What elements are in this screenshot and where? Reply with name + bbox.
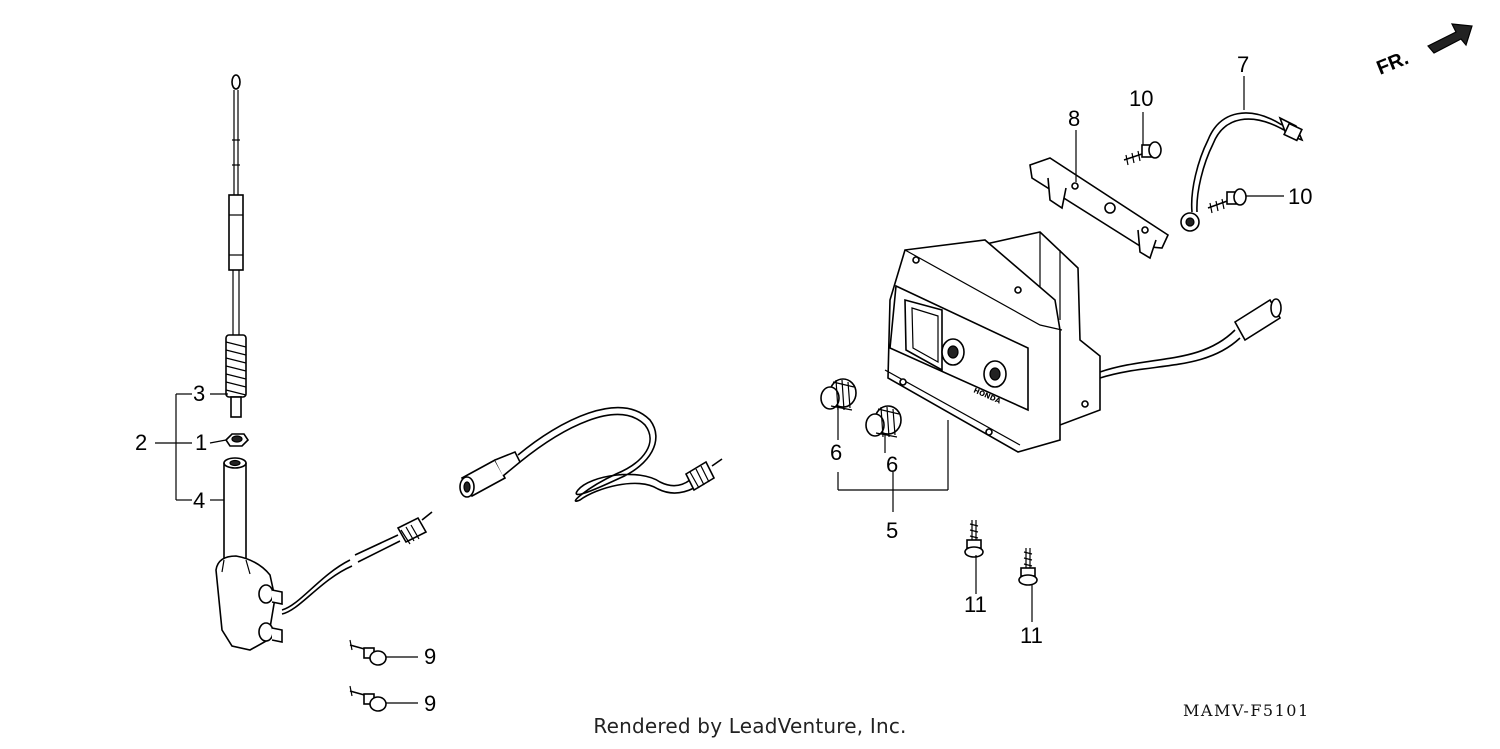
callout-2: 2 [135,430,147,455]
callout-5: 5 [886,518,898,543]
bolt-part-11-right [1018,548,1038,586]
knob-part-6-left [820,378,857,411]
callout-10-upper: 10 [1129,86,1153,111]
callout-7: 7 [1237,52,1249,77]
callout-3: 3 [193,381,205,406]
antenna-base-part-4 [215,457,283,651]
extension-cable [459,406,723,502]
bolt-part-10-upper [1123,141,1162,166]
knob-part-6-right [865,405,902,438]
callout-8: 8 [1068,106,1080,131]
callout-1: 1 [195,430,207,455]
leader-lines [155,76,1284,704]
front-direction-arrow: FR. [1374,23,1473,80]
bracket-part-8 [1029,157,1170,260]
antenna-spring-part-3 [225,334,247,418]
bolt-part-11-left [964,520,984,558]
callout-11-left: 11 [964,592,987,617]
callout-11-right: 11 [1020,623,1043,648]
antenna-nut-part-1 [224,433,250,447]
callout-6-left: 6 [830,440,842,465]
antenna-assembly [215,74,433,651]
callout-10-lower: 10 [1288,184,1312,209]
radio-unit-part-5: HONDA [884,231,1282,453]
callout-9-upper: 9 [424,644,436,669]
callout-6-right: 6 [886,452,898,477]
callout-4: 4 [193,488,205,513]
diagram-code: MAMV-F5101 [1183,701,1310,720]
wire-harness-part-7 [1180,112,1304,232]
callout-9-lower: 9 [424,691,436,716]
footer-credit: Rendered by LeadVenture, Inc. [593,714,907,738]
direction-label: FR. [1374,47,1412,79]
bolt-part-9-upper [349,639,387,666]
bolt-part-9-lower [349,685,387,712]
bolt-part-10-lower [1207,188,1247,214]
